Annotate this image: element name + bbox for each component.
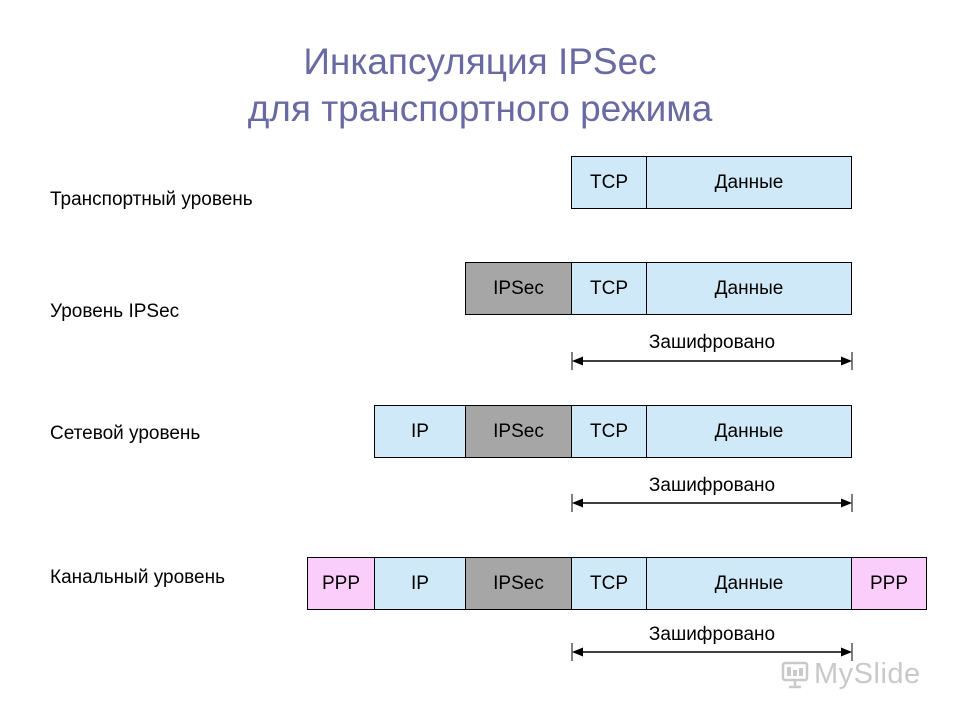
network-encrypted-label: Зашифровано [648, 475, 776, 496]
ipsec-layer-data-cell: Данные [646, 262, 852, 315]
link-ppp-trailer-cell: PPP [851, 557, 927, 610]
watermark: MySlide [780, 652, 930, 696]
network-ipsec-cell: IPSec [465, 405, 572, 458]
ipsec-layer-ipsec-cell: IPSec [465, 262, 572, 315]
ipsec-layer-encrypted-label: Зашифровано [648, 332, 776, 353]
transport-layer-label: Транспортный уровень [50, 189, 253, 210]
presentation-board-icon [781, 661, 809, 689]
network-ip-cell: IP [374, 405, 466, 458]
link-ppp-header-cell: PPP [307, 557, 375, 610]
link-ip-cell: IP [374, 557, 466, 610]
transport-tcp-cell: TCP [571, 156, 647, 209]
network-layer-label: Сетевой уровень [50, 423, 201, 444]
link-encrypted-span-arrow [571, 643, 853, 661]
network-encrypted-span-arrow [571, 494, 853, 512]
link-ipsec-cell: IPSec [465, 557, 572, 610]
network-data-cell: Данные [646, 405, 852, 458]
ipsec-layer-label: Уровень IPSec [50, 301, 180, 322]
link-encrypted-label: Зашифровано [648, 624, 776, 645]
ipsec-layer-tcp-cell: TCP [571, 262, 647, 315]
title-line-1: Инкапсуляция IPSec [303, 41, 657, 82]
watermark-text: MySlide [814, 657, 921, 690]
slide-title: Инкапсуляция IPSec для транспортного реж… [0, 38, 960, 132]
transport-data-cell: Данные [646, 156, 852, 209]
link-tcp-cell: TCP [571, 557, 647, 610]
title-line-2: для транспортного режима [247, 88, 713, 129]
link-layer-label: Канальный уровень [50, 567, 225, 588]
link-data-cell: Данные [646, 557, 852, 610]
network-tcp-cell: TCP [571, 405, 647, 458]
ipsec-layer-encrypted-span-arrow [571, 352, 853, 370]
